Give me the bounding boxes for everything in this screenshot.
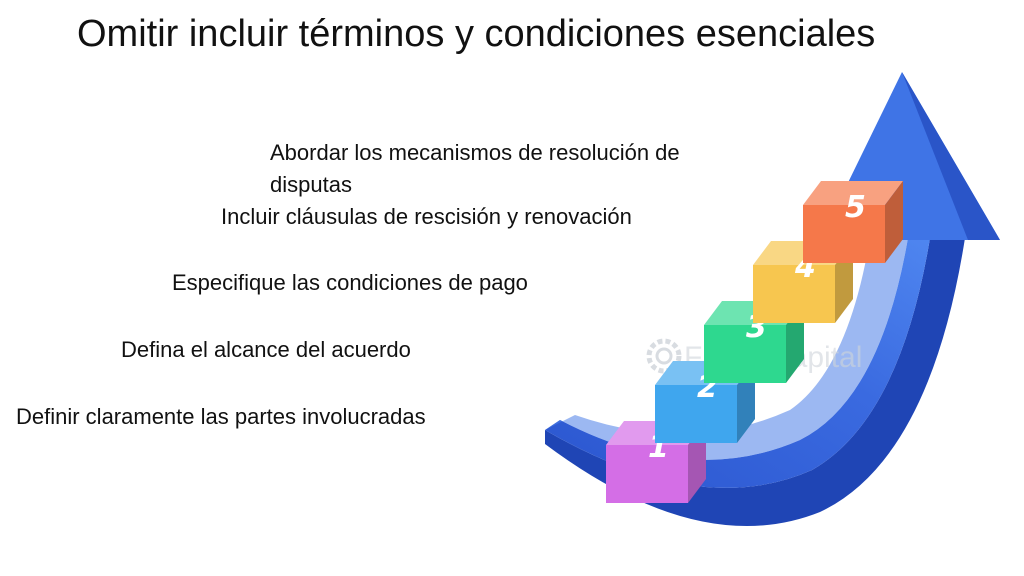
step-5-label: Abordar los mecanismos de resolución de … [270,140,680,197]
step-4-label: Incluir cláusulas de rescisión y renovac… [221,204,632,229]
step-1-label: Definir claramente las partes involucrad… [16,404,426,429]
step-number-5: 5 [845,190,866,225]
arrow-body [545,238,930,488]
step-2-label: Defina el alcance del acuerdo [121,337,411,362]
step-3-label: Especifique las condiciones de pago [172,270,528,295]
arrow-body-top [545,238,908,460]
page-title: Omitir incluir términos y condiciones es… [77,13,876,55]
arrow-side [545,238,965,527]
step-block-5: 5 [803,181,903,263]
arrow-head-shade [902,72,1000,240]
gear-logo-icon [646,338,682,374]
